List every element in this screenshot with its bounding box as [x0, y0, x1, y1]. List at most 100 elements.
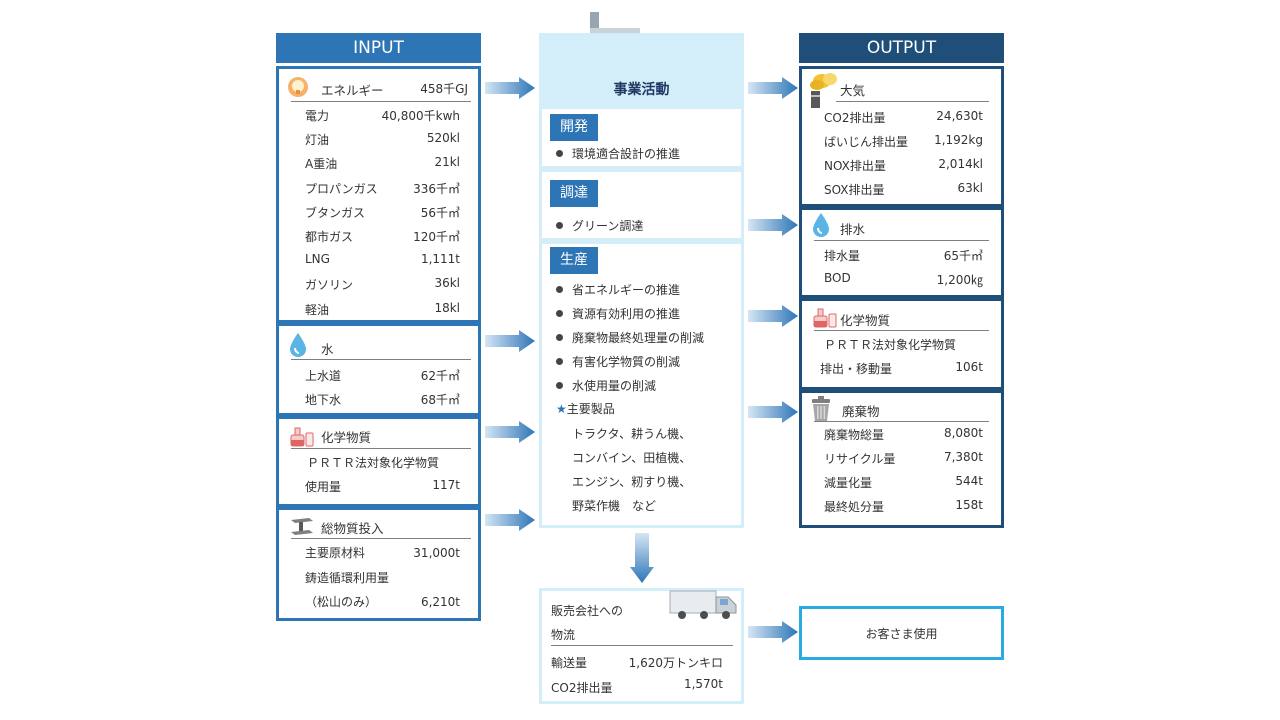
- water-item-value: 62千㎥: [420, 369, 460, 383]
- output-chemicals-rule: [814, 330, 989, 331]
- flow-arrow: [485, 421, 535, 443]
- logistics-title-line2: 物流: [551, 628, 576, 642]
- water-drop-icon: [813, 213, 829, 237]
- output-chemicals-value: 106t: [955, 360, 983, 374]
- flask-icon: [813, 308, 837, 328]
- energy-item-value: 40,800千kwh: [381, 109, 460, 123]
- waste-rule: [814, 421, 989, 422]
- procurement-item: グリーン調達: [556, 217, 643, 234]
- drainage-item-value: 65千㎥: [943, 249, 983, 263]
- star-icon: ★: [556, 402, 567, 416]
- materials-title: 総物質投入: [321, 521, 384, 536]
- energy-item-value: 56千㎥: [420, 205, 460, 220]
- air-item-value: 1,192kg: [934, 133, 983, 147]
- energy-item-value: 36kl: [434, 276, 460, 291]
- steel-beam-icon: [291, 518, 313, 535]
- energy-item-value: 336千㎥: [413, 181, 460, 196]
- smokestack-icon: [810, 73, 837, 108]
- waste-item-label: リサイクル量: [824, 452, 896, 466]
- energy-item-label: 軽油: [305, 302, 330, 317]
- materials-item-label: （松山のみ）: [305, 595, 378, 609]
- waste-item-value: 544t: [955, 474, 983, 488]
- production-box: 生産 省エネルギーの推進資源有効利用の推進廃棄物最終処理量の削減有害化学物質の削…: [539, 241, 744, 528]
- business-activity-title: 事業活動: [613, 82, 670, 98]
- input-chemicals-title: 化学物質: [321, 430, 372, 445]
- flow-arrow: [748, 214, 798, 236]
- water-title: 水: [321, 342, 334, 357]
- drainage-title: 排水: [840, 222, 866, 237]
- flow-arrow: [748, 77, 798, 99]
- flow-arrow: [748, 401, 798, 423]
- logistics-item-label: CO2排出量: [551, 681, 613, 695]
- product-line: コンバイン、田植機、: [572, 451, 692, 465]
- logistics-box: 販売会社への 物流 輸送量 1,620万トンキロ CO2排出量 1,570t: [539, 588, 744, 704]
- air-item-value: 24,630t: [936, 109, 983, 123]
- energy-item-value: 1,111t: [420, 252, 460, 267]
- energy-item-label: プロパンガス: [305, 181, 378, 196]
- input-header: INPUT: [276, 33, 481, 63]
- customer-use-label: お客さま使用: [865, 627, 938, 641]
- input-chemicals-box: 化学物質 ＰＲＴＲ法対象化学物質 使用量 117t: [276, 416, 481, 507]
- waste-item-value: 8,080t: [943, 426, 983, 440]
- flow-arrow: [485, 509, 535, 531]
- customer-use-box: お客さま使用: [799, 606, 1004, 660]
- product-line: エンジン、籾すり機、: [572, 475, 692, 489]
- waste-item-label: 減量化量: [824, 476, 873, 490]
- energy-item-value: 120千㎥: [413, 230, 460, 244]
- truck-icon: [669, 590, 737, 619]
- flow-arrow: [748, 621, 798, 643]
- output-header: OUTPUT: [799, 33, 1004, 63]
- waste-item-value: 7,380t: [943, 450, 983, 464]
- energy-item-label: 都市ガス: [305, 230, 354, 244]
- procurement-box: 調達 グリーン調達: [539, 169, 744, 241]
- waste-item-value: 158t: [955, 498, 983, 512]
- air-item-label: NOX排出量: [824, 159, 886, 173]
- drainage-box: 排水 排水量 65千㎥ BOD 1,200㎏: [799, 207, 1004, 298]
- waste-title: 廃棄物: [842, 404, 880, 419]
- production-tag: 生産: [550, 247, 598, 274]
- energy-title: エネルギー: [321, 83, 384, 98]
- energy-item-label: A重油: [305, 157, 338, 172]
- input-chemicals-subtitle: ＰＲＴＲ法対象化学物質: [307, 456, 440, 470]
- energy-item-value: 21kl: [434, 155, 460, 170]
- materials-rule: [291, 538, 471, 539]
- water-item-label: 地下水: [305, 393, 342, 407]
- flow-arrow: [485, 330, 535, 352]
- logistics-rule: [551, 645, 733, 646]
- waste-item-label: 廃棄物総量: [824, 428, 885, 442]
- trash-bin-icon: [812, 396, 830, 421]
- logistics-title-line1: 販売会社への: [551, 604, 624, 618]
- development-item: 環境適合設計の推進: [556, 145, 680, 162]
- energy-item-label: 電力: [305, 109, 330, 123]
- production-item: 資源有効利用の推進: [556, 305, 680, 322]
- energy-item-value: 520kl: [426, 131, 460, 146]
- water-item-label: 上水道: [305, 369, 342, 383]
- production-item: 廃棄物最終処理量の削減: [556, 329, 704, 346]
- waste-item-label: 最終処分量: [824, 500, 885, 514]
- products-title: ★主要製品: [556, 402, 615, 416]
- materials-item-value: 6,210t: [420, 595, 460, 609]
- drainage-item-label: 排水量: [824, 249, 861, 263]
- materials-box: 総物質投入 主要原材料 31,000t 鋳造循環利用量 （松山のみ） 6,210…: [276, 507, 481, 621]
- air-item-label: CO2排出量: [824, 111, 886, 125]
- materials-item-label: 鋳造循環利用量: [305, 571, 390, 585]
- logistics-item-label: 輸送量: [551, 656, 588, 670]
- output-chemicals-label: 排出・移動量: [820, 362, 893, 376]
- flow-arrow-down: [630, 533, 654, 583]
- materials-item-label: 主要原材料: [305, 546, 366, 560]
- air-rule: [836, 101, 989, 102]
- energy-total: 458千GJ: [420, 82, 468, 96]
- materials-item-value: 31,000t: [413, 546, 460, 560]
- water-drop-icon: [290, 333, 306, 357]
- energy-rule: [291, 101, 471, 102]
- output-chemicals-title: 化学物質: [840, 313, 891, 328]
- drainage-item-value: 1,200㎏: [936, 273, 983, 287]
- air-item-label: SOX排出量: [824, 183, 885, 197]
- energy-item-value: 18kl: [434, 300, 460, 315]
- production-item: 水使用量の削減: [556, 377, 656, 394]
- drainage-item-label: BOD: [824, 271, 851, 285]
- air-item-value: 63kl: [957, 181, 983, 195]
- input-chemicals-label: 使用量: [305, 480, 342, 494]
